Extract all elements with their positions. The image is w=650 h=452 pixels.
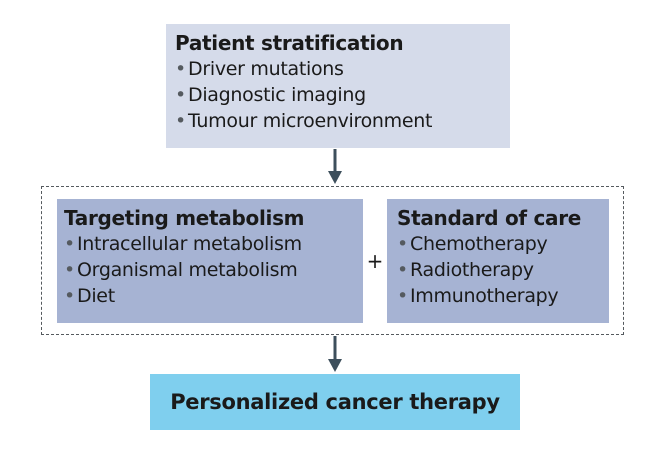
targeting-metabolism-title: Targeting metabolism [64, 206, 305, 230]
patient-stratification-box: Patient stratification Driver mutations … [166, 24, 510, 148]
patient-stratification-title: Patient stratification [175, 31, 404, 55]
targeting-metabolism-list: Intracellular metabolism Organismal meta… [64, 231, 357, 309]
down-arrow-icon [328, 149, 342, 184]
patient-stratification-list: Driver mutations Diagnostic imaging Tumo… [175, 56, 502, 134]
down-arrow-icon [328, 336, 342, 372]
personalized-therapy-box: Personalized cancer therapy [150, 374, 520, 430]
list-item: Diagnostic imaging [175, 82, 502, 108]
list-item: Organismal metabolism [64, 257, 357, 283]
list-item: Immunotherapy [397, 283, 603, 309]
personalized-therapy-title: Personalized cancer therapy [170, 390, 500, 414]
combined-strategy-container [41, 186, 624, 335]
standard-of-care-title: Standard of care [397, 206, 582, 230]
list-item: Chemotherapy [397, 231, 603, 257]
standard-of-care-box: Standard of care Chemotherapy Radiothera… [387, 199, 609, 323]
list-item: Diet [64, 283, 357, 309]
list-item: Driver mutations [175, 56, 502, 82]
list-item: Tumour microenvironment [175, 108, 502, 134]
standard-of-care-list: Chemotherapy Radiotherapy Immunotherapy [397, 231, 603, 309]
plus-sign: + [366, 249, 384, 273]
list-item: Intracellular metabolism [64, 231, 357, 257]
targeting-metabolism-box: Targeting metabolism Intracellular metab… [57, 199, 363, 323]
list-item: Radiotherapy [397, 257, 603, 283]
